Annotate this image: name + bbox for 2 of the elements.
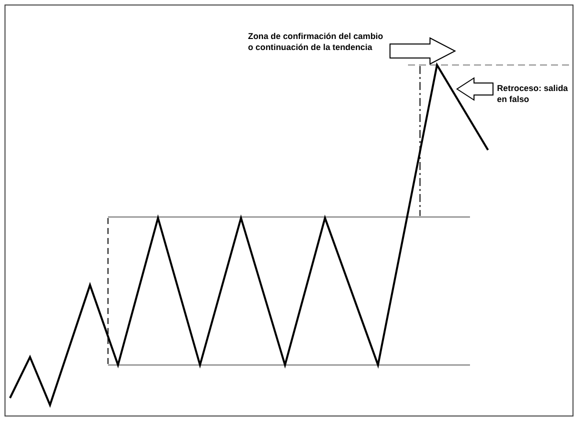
annotation-text: Zona de confirmación del cambio o continuación de la tendencia — [248, 31, 384, 53]
annotation-text: Retroceso: salida en falso — [497, 83, 569, 105]
